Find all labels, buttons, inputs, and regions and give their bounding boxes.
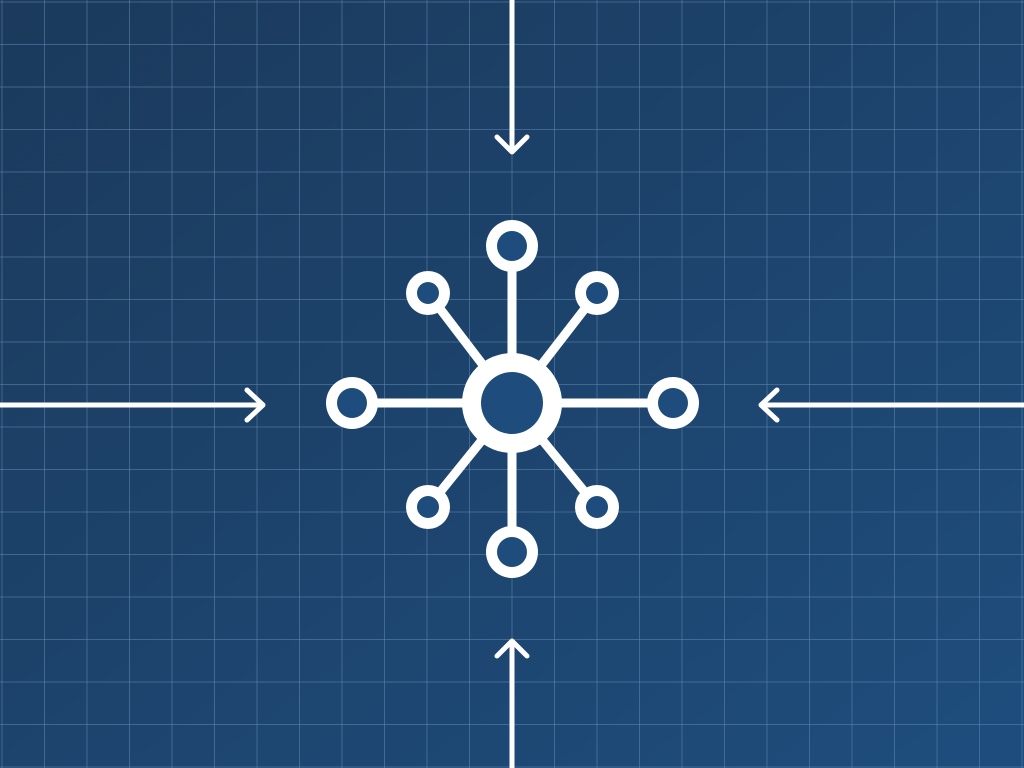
network-hub-icon: [326, 220, 699, 578]
arrow-left-icon: [758, 387, 1024, 423]
arrow-down-icon: [494, 0, 530, 155]
network-node-icon: [326, 377, 378, 429]
network-node-icon: [575, 485, 619, 529]
network-node-icon: [575, 271, 619, 315]
network-node-icon: [406, 485, 450, 529]
hub-center-hole: [481, 372, 543, 434]
network-node-icon: [486, 526, 538, 578]
arrow-right-icon: [0, 387, 266, 423]
network-node-icon: [486, 220, 538, 272]
arrow-up-icon: [494, 638, 530, 768]
network-node-icon: [647, 377, 699, 429]
network-node-icon: [406, 271, 450, 315]
